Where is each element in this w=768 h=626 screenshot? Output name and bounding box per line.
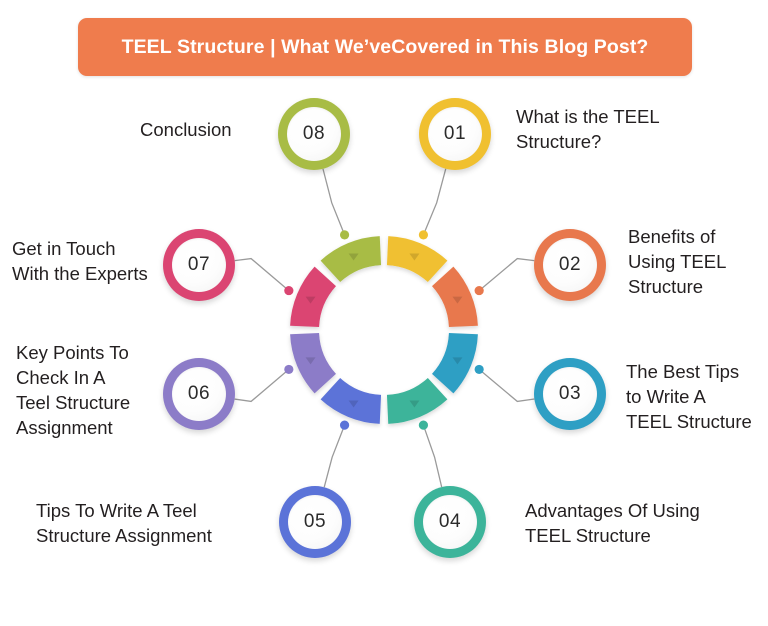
node-circle-06[interactable]: 06 bbox=[163, 358, 235, 430]
connector-line-06 bbox=[234, 368, 290, 403]
connector-line-04 bbox=[422, 424, 443, 488]
node-number-07: 07 bbox=[187, 254, 211, 275]
node-number-04: 04 bbox=[438, 511, 462, 532]
connector-line-02 bbox=[478, 257, 535, 292]
node-number-02: 02 bbox=[558, 254, 582, 275]
node-circle-03[interactable]: 03 bbox=[534, 358, 606, 430]
node-circle-07[interactable]: 07 bbox=[163, 229, 235, 301]
node-circle-inner: 08 bbox=[287, 107, 341, 161]
segment-arrow-icon-07 bbox=[305, 296, 316, 304]
node-label-02: Benefits of Using TEEL Structure bbox=[628, 226, 727, 297]
connector-dot-08 bbox=[339, 230, 350, 240]
connector-dot-06 bbox=[284, 364, 294, 375]
node-circle-08[interactable]: 08 bbox=[278, 98, 350, 170]
segment-arrow-icon-08 bbox=[348, 253, 359, 261]
node-circle-inner: 03 bbox=[543, 367, 597, 421]
page-title: TEEL Structure | What We’veCovered in Th… bbox=[121, 35, 649, 58]
node-label-01: What is the TEEL Structure? bbox=[516, 106, 660, 152]
donut-segment-05[interactable] bbox=[320, 377, 382, 424]
node-label-04: Advantages Of Using TEEL Structure bbox=[525, 500, 700, 546]
donut-segment-02[interactable] bbox=[431, 266, 478, 328]
donut-segment-06[interactable] bbox=[290, 332, 337, 394]
node-number-01: 01 bbox=[443, 123, 467, 144]
donut-segment-07[interactable] bbox=[290, 266, 337, 328]
node-circle-inner: 01 bbox=[428, 107, 482, 161]
connector-dot-04 bbox=[418, 420, 429, 430]
node-label-03: The Best Tips to Write A TEEL Structure bbox=[626, 361, 752, 432]
segment-arrow-icon-04 bbox=[409, 400, 420, 408]
donut-segment-03[interactable] bbox=[431, 332, 478, 394]
node-circle-inner: 05 bbox=[288, 495, 342, 549]
connector-dot-01 bbox=[418, 230, 429, 240]
connector-line-01 bbox=[422, 168, 447, 236]
node-circle-02[interactable]: 02 bbox=[534, 229, 606, 301]
connector-dot-02 bbox=[474, 285, 484, 296]
node-circle-inner: 07 bbox=[172, 238, 226, 292]
segment-arrow-icon-01 bbox=[409, 253, 420, 261]
donut-segment-01[interactable] bbox=[386, 236, 448, 283]
connector-line-03 bbox=[478, 368, 535, 403]
connector-dot-03 bbox=[474, 364, 484, 375]
node-label-05: Tips To Write A Teel Structure Assignmen… bbox=[36, 500, 212, 546]
connector-dot-05 bbox=[339, 420, 350, 430]
node-circle-01[interactable]: 01 bbox=[419, 98, 491, 170]
segment-arrow-icon-02 bbox=[452, 296, 463, 304]
node-label-07: Get in Touch With the Experts bbox=[12, 238, 148, 284]
node-label-06: Key Points To Check In A Teel Structure … bbox=[16, 342, 131, 438]
node-number-03: 03 bbox=[558, 383, 582, 404]
donut-segment-08[interactable] bbox=[320, 236, 382, 283]
page-title-banner: TEEL Structure | What We’veCovered in Th… bbox=[78, 18, 692, 76]
node-number-05: 05 bbox=[303, 511, 327, 532]
segment-arrow-icon-03 bbox=[452, 357, 463, 365]
segment-arrow-icon-05 bbox=[348, 400, 359, 408]
node-number-06: 06 bbox=[187, 383, 211, 404]
segment-arrow-icon-06 bbox=[305, 357, 316, 365]
connector-line-05 bbox=[323, 424, 346, 488]
node-circle-inner: 04 bbox=[423, 495, 477, 549]
donut-segment-04[interactable] bbox=[386, 377, 448, 424]
node-circle-05[interactable]: 05 bbox=[279, 486, 351, 558]
connector-line-08 bbox=[322, 168, 346, 236]
connector-line-07 bbox=[234, 257, 290, 292]
node-label-08: Conclusion bbox=[140, 119, 232, 140]
node-circle-inner: 06 bbox=[172, 367, 226, 421]
node-circle-inner: 02 bbox=[543, 238, 597, 292]
node-number-08: 08 bbox=[302, 123, 326, 144]
connector-dot-07 bbox=[284, 285, 294, 296]
node-circle-04[interactable]: 04 bbox=[414, 486, 486, 558]
